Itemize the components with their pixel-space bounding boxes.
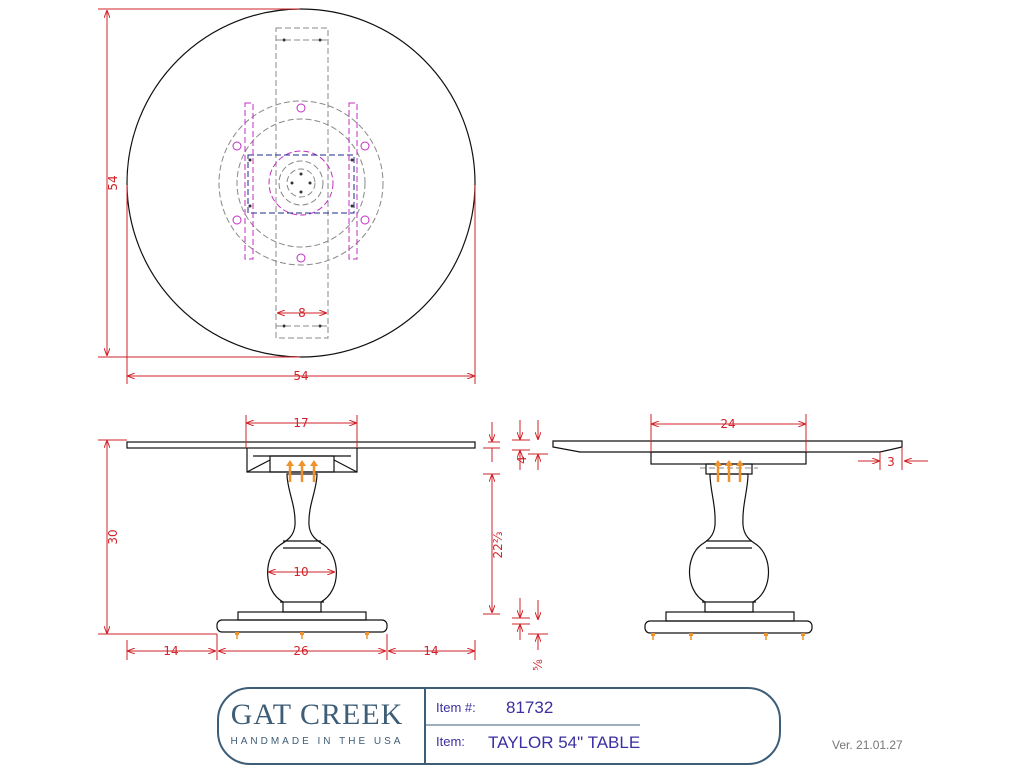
top-width-dim: 54 <box>293 369 308 383</box>
title-block: GAT CREEK HANDMADE IN THE USA Item #: 81… <box>217 687 781 765</box>
front-view: 17 30 10 14 26 14 <box>98 415 476 660</box>
side-view: 24 3 <box>552 414 928 640</box>
base-span-dim: 26 <box>293 644 308 658</box>
side-width-dim: 24 <box>720 417 735 431</box>
brand-logo: GAT CREEK <box>231 698 404 731</box>
screw-holes <box>232 103 370 263</box>
left-offset-dim: 14 <box>163 644 178 658</box>
apron-dim: 4 <box>515 456 529 464</box>
apron-hidden <box>247 154 355 214</box>
front-width-dim: 17 <box>293 416 308 430</box>
item-number-value: 81732 <box>506 698 553 717</box>
tabletop-outline <box>126 8 476 358</box>
beam-width-dim: 8 <box>298 306 306 320</box>
front-pedestal <box>267 473 337 613</box>
top-view: 54 54 8 <box>98 8 476 384</box>
version-label: Ver. 21.01.27 <box>832 738 903 752</box>
front-tabletop <box>126 441 476 449</box>
height-dim: 30 <box>106 529 120 544</box>
column-circle <box>268 150 334 216</box>
column-dim: 10 <box>293 565 308 579</box>
pedestal-height-dim: 22⅔ <box>491 531 505 558</box>
foot-gap-dim: ⅝ <box>531 659 545 671</box>
vertical-dims: 22⅔ 4 ⅝ <box>483 420 548 671</box>
outer-base-circle <box>218 100 384 266</box>
side-feet <box>651 633 805 640</box>
right-offset-dim: 14 <box>423 644 438 658</box>
top-height-dim: 54 <box>106 175 120 190</box>
overhang-dim: 3 <box>887 455 895 469</box>
side-tabletop <box>552 440 903 453</box>
front-feet <box>235 632 369 639</box>
brand-tagline: HANDMADE IN THE USA <box>231 736 404 747</box>
beam-hidden <box>275 27 329 339</box>
side-pedestal <box>688 473 770 613</box>
item-name-value: TAYLOR 54" TABLE <box>488 733 640 752</box>
item-number-label: Item #: <box>436 700 476 715</box>
front-base <box>216 619 388 633</box>
side-base <box>644 620 813 634</box>
item-name-label: Item: <box>436 734 465 749</box>
